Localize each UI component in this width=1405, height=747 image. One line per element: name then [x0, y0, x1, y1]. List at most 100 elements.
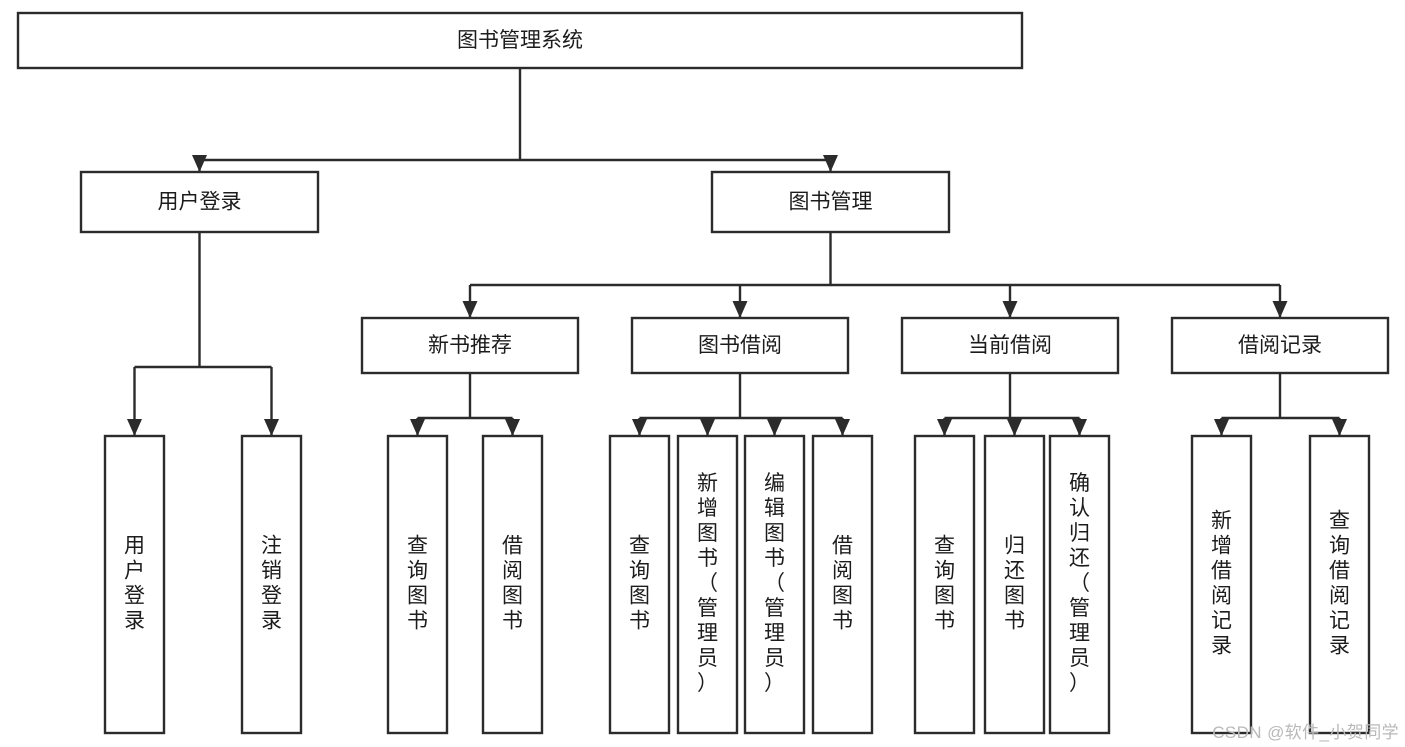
node-label: 图书借阅	[698, 334, 782, 357]
svg-text:户: 户	[124, 560, 145, 583]
node-borrow-records[interactable]: 借阅记录	[1170, 316, 1390, 375]
arrow-head-icon	[700, 419, 715, 436]
node-label: 图书管理系统	[457, 29, 583, 52]
svg-text:书: 书	[697, 547, 718, 570]
node-box	[481, 434, 544, 735]
node-label: 用户登录	[124, 535, 145, 633]
svg-text:注: 注	[261, 535, 282, 558]
arrow-head-icon	[835, 419, 850, 436]
node-box	[630, 316, 850, 375]
svg-text:录: 录	[261, 610, 282, 633]
node-user-login[interactable]: 用户登录	[79, 170, 320, 234]
node-box	[1308, 434, 1371, 735]
arrow-head-icon	[767, 419, 782, 436]
svg-text:借: 借	[832, 535, 853, 558]
arrow-head-icon	[264, 419, 279, 436]
svg-text:还: 还	[1069, 547, 1090, 570]
node-box	[79, 170, 320, 234]
svg-text:归: 归	[1069, 522, 1090, 545]
svg-text:理: 理	[1069, 622, 1090, 645]
node-undefined[interactable]: 图书管理系统	[16, 11, 1024, 70]
node-box	[710, 170, 951, 234]
node-box	[900, 316, 1120, 375]
svg-text:书: 书	[407, 610, 428, 633]
arrow-head-icon	[505, 419, 520, 436]
arrow-head-icon	[632, 419, 647, 436]
svg-text:询: 询	[1329, 535, 1350, 558]
svg-text:录: 录	[1211, 635, 1232, 658]
svg-text:增: 增	[697, 497, 718, 520]
node-box	[676, 434, 739, 735]
node-box	[103, 434, 166, 735]
svg-text:书: 书	[502, 610, 523, 633]
node-label: 当前借阅	[968, 334, 1052, 357]
svg-text:询: 询	[934, 560, 955, 583]
svg-text:图: 图	[764, 522, 785, 545]
svg-text:理: 理	[764, 622, 785, 645]
svg-text:确: 确	[1069, 472, 1090, 495]
node-current-borrow[interactable]: 当前借阅	[900, 316, 1120, 375]
svg-text:员: 员	[697, 647, 718, 670]
svg-text:）: ）	[1069, 672, 1090, 695]
svg-text:员: 员	[1069, 647, 1090, 670]
arrow-head-icon	[1002, 301, 1018, 318]
svg-text:（: （	[764, 572, 785, 595]
arrow-head-icon	[823, 155, 838, 172]
arrow-head-icon	[127, 419, 142, 436]
svg-text:员: 员	[764, 647, 785, 670]
svg-text:用: 用	[124, 535, 145, 558]
svg-text:销: 销	[261, 560, 282, 583]
svg-text:录: 录	[1329, 635, 1350, 658]
svg-text:查: 查	[1329, 510, 1350, 533]
svg-text:图: 图	[502, 585, 523, 608]
arrow-head-icon	[1214, 419, 1229, 436]
node-book-management[interactable]: 图书管理	[710, 170, 951, 234]
svg-text:借: 借	[1211, 560, 1232, 583]
svg-text:编: 编	[764, 472, 785, 495]
svg-text:阅: 阅	[502, 560, 523, 583]
connector-layer	[127, 68, 1347, 436]
node-box	[386, 434, 449, 735]
svg-text:借: 借	[502, 535, 523, 558]
svg-text:借: 借	[1329, 560, 1350, 583]
svg-text:记: 记	[1211, 610, 1232, 633]
svg-text:书: 书	[934, 610, 955, 633]
node-box	[360, 316, 580, 375]
svg-text:查: 查	[407, 535, 428, 558]
arrow-head-icon	[1272, 301, 1288, 318]
svg-text:图: 图	[1004, 585, 1025, 608]
svg-text:）: ）	[697, 672, 718, 695]
node-new-book-recommend[interactable]: 新书推荐	[360, 316, 580, 375]
svg-text:归: 归	[1004, 535, 1025, 558]
node-leaf-user-login[interactable]: 用户登录	[103, 434, 166, 735]
node-box	[1170, 316, 1390, 375]
svg-text:登: 登	[124, 585, 145, 608]
svg-text:书: 书	[764, 547, 785, 570]
node-book-borrow[interactable]: 图书借阅	[630, 316, 850, 375]
svg-text:书: 书	[832, 610, 853, 633]
svg-text:询: 询	[629, 560, 650, 583]
svg-text:（: （	[1069, 572, 1090, 595]
node-box	[1048, 434, 1111, 735]
node-box	[913, 434, 976, 735]
